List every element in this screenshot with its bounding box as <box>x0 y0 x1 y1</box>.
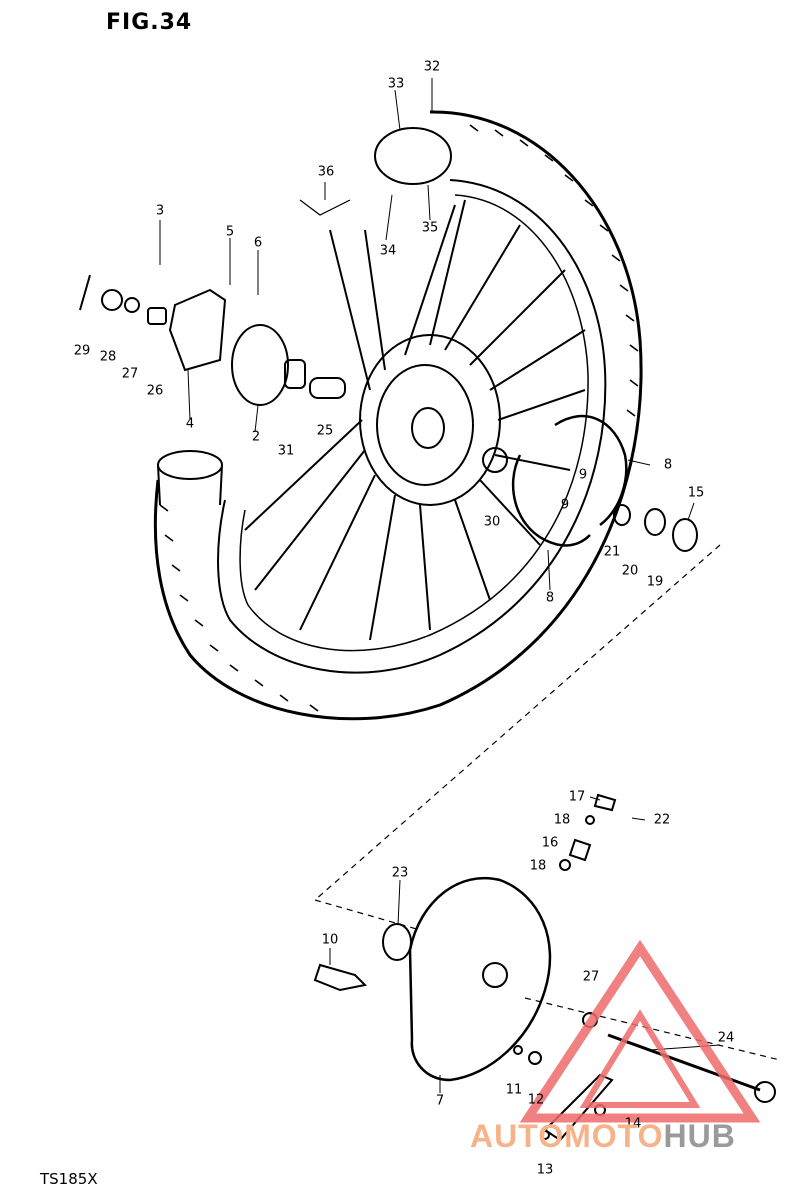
tube-opening <box>157 450 223 480</box>
callout-30: 30 <box>483 514 501 530</box>
leader-lines <box>159 78 721 1093</box>
callout-33: 33 <box>387 76 405 92</box>
brake-shoe-upper <box>554 414 628 526</box>
cable-adjuster <box>568 793 617 862</box>
callout-27-lower: 27 <box>582 969 600 985</box>
hub-outer <box>359 334 501 506</box>
front-axle <box>607 1033 761 1092</box>
callout-13: 13 <box>536 1162 554 1178</box>
callout-18-lower: 18 <box>529 858 547 874</box>
callout-9-upper: 9 <box>578 467 588 483</box>
oil-seal <box>672 518 698 552</box>
callout-8-lower: 8 <box>545 590 555 606</box>
callout-18-upper: 18 <box>553 812 571 828</box>
tire-inner-edge <box>217 179 607 674</box>
callout-21: 21 <box>603 544 621 560</box>
callout-6: 6 <box>253 235 263 251</box>
callout-12: 12 <box>527 1092 545 1108</box>
watermark-text: AUTOMOTOHUB <box>470 1118 736 1155</box>
callout-28: 28 <box>99 349 117 365</box>
rim <box>239 194 589 652</box>
watermark-part2: HUB <box>663 1118 736 1154</box>
axle-spacer <box>309 377 346 399</box>
callout-17: 17 <box>568 789 586 805</box>
tire <box>153 110 643 721</box>
brake-shoe-lower <box>511 454 591 547</box>
callout-22: 22 <box>653 812 671 828</box>
spokes <box>244 199 586 641</box>
callout-32: 32 <box>423 59 441 75</box>
washer <box>124 297 140 313</box>
bearing <box>284 359 306 389</box>
callout-5: 5 <box>225 224 235 240</box>
callout-20: 20 <box>621 563 639 579</box>
callout-25: 25 <box>316 423 334 439</box>
model-code: TS185X <box>40 1170 98 1188</box>
callout-34: 34 <box>379 243 397 259</box>
callout-9-lower: 9 <box>560 497 570 513</box>
figure-title: FIG.34 <box>106 10 193 35</box>
callout-16: 16 <box>541 835 559 851</box>
callout-27: 27 <box>121 366 139 382</box>
brake-panel <box>408 876 552 1082</box>
callout-10: 10 <box>321 932 339 948</box>
callout-3: 3 <box>155 203 165 219</box>
callout-4: 4 <box>185 416 195 432</box>
callout-29: 29 <box>73 343 91 359</box>
tire-tread <box>159 124 639 712</box>
callout-2: 2 <box>251 429 261 445</box>
callout-8-upper: 8 <box>663 457 673 473</box>
sprocket-disc <box>231 324 289 406</box>
seal-23 <box>382 923 412 961</box>
cam-lever <box>543 1073 614 1142</box>
callout-23: 23 <box>391 865 409 881</box>
callout-31: 31 <box>277 443 295 459</box>
spacer-right <box>613 504 631 526</box>
callout-35: 35 <box>421 220 439 236</box>
callout-19: 19 <box>646 574 664 590</box>
callout-24: 24 <box>717 1030 735 1046</box>
bearing-right <box>644 508 666 536</box>
axle-nut <box>101 289 123 311</box>
watermark-logo-mark <box>519 939 761 1123</box>
callout-36: 36 <box>317 164 335 180</box>
callout-11: 11 <box>505 1082 523 1098</box>
hub-cover <box>168 288 227 372</box>
watermark-part1: AUTOMOTO <box>470 1118 664 1154</box>
callout-7: 7 <box>435 1093 445 1109</box>
callout-14: 14 <box>624 1116 642 1132</box>
spacer <box>147 307 167 325</box>
valve-cap <box>482 447 508 473</box>
callout-15: 15 <box>687 485 705 501</box>
cotter-pin <box>79 274 91 311</box>
rim-band <box>374 127 452 185</box>
bolt-10 <box>313 963 368 992</box>
hub-inner <box>376 364 474 486</box>
callout-26: 26 <box>146 383 164 399</box>
hub-center <box>411 407 445 449</box>
